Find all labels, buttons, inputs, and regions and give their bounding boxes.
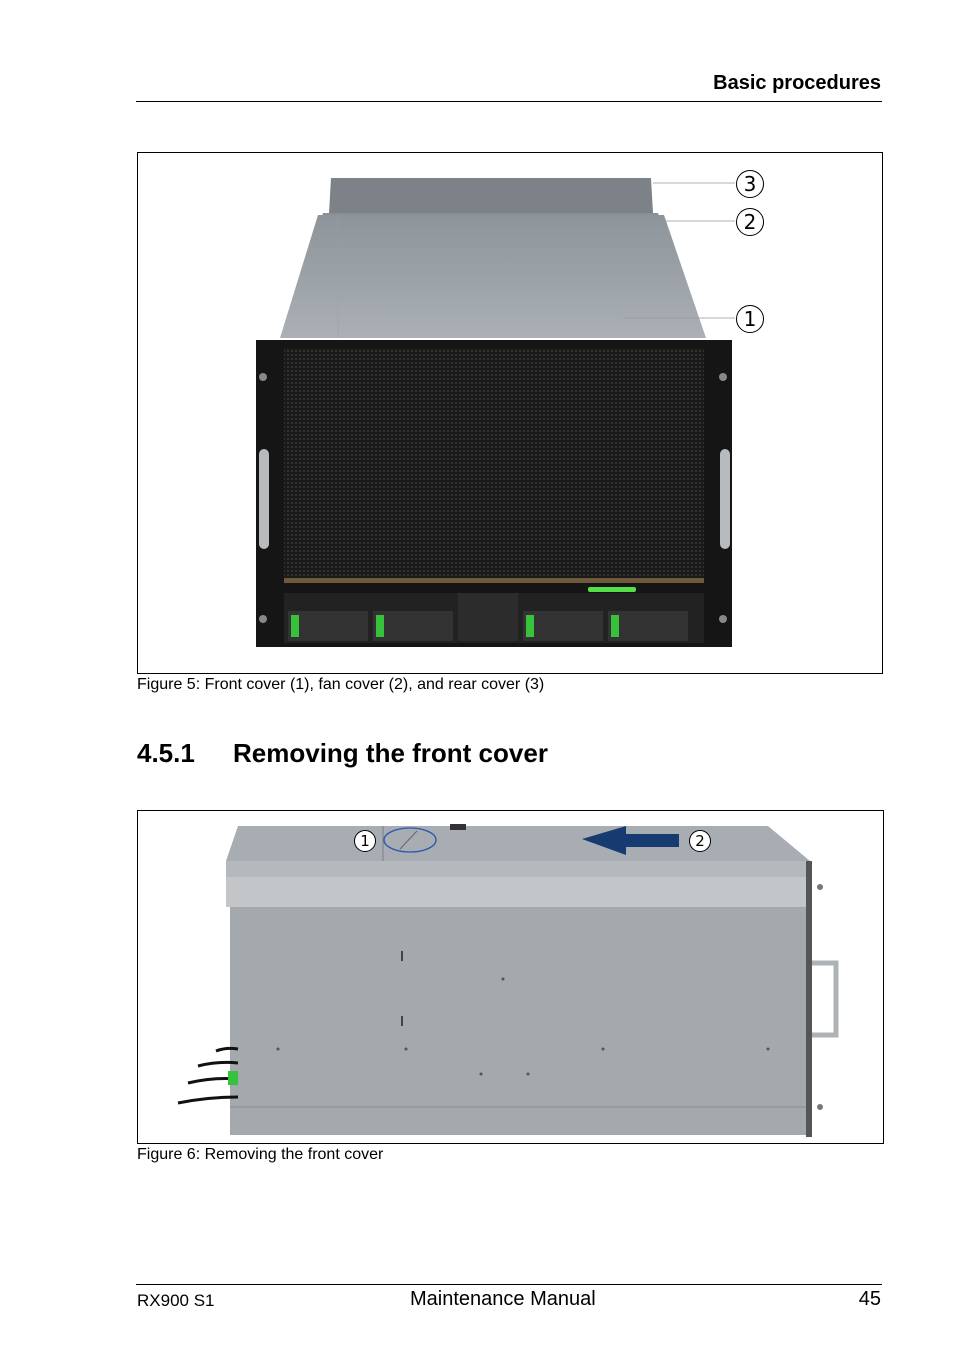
server-side-photo bbox=[177, 824, 839, 1137]
figure-5-frame: 3 2 1 bbox=[137, 152, 883, 674]
section-number: 4.5.1 bbox=[137, 738, 195, 768]
callout-slide-direction: 2 bbox=[689, 830, 711, 852]
footer-product: RX900 S1 bbox=[137, 1291, 215, 1310]
footer-document-title: Maintenance Manual bbox=[410, 1288, 596, 1310]
section-heading: 4.5.1 Removing the front cover bbox=[137, 738, 548, 769]
footer-page-number: 45 bbox=[858, 1288, 881, 1310]
running-header-title: Basic procedures bbox=[713, 72, 881, 94]
figure-6-caption: Figure 6: Removing the front cover bbox=[137, 1146, 384, 1163]
callout-rear-cover: 3 bbox=[736, 170, 764, 198]
footer-rule bbox=[136, 1284, 882, 1285]
header-rule bbox=[136, 101, 882, 102]
figure-5-caption: Figure 5: Front cover (1), fan cover (2)… bbox=[137, 676, 545, 693]
callout-front-cover: 1 bbox=[736, 305, 764, 333]
callout-screw: 1 bbox=[354, 830, 376, 852]
server-front-photo bbox=[256, 178, 735, 647]
callout-fan-cover: 2 bbox=[736, 208, 764, 236]
figure-6-frame: 1 2 bbox=[137, 810, 884, 1144]
section-title: Removing the front cover bbox=[233, 738, 548, 768]
